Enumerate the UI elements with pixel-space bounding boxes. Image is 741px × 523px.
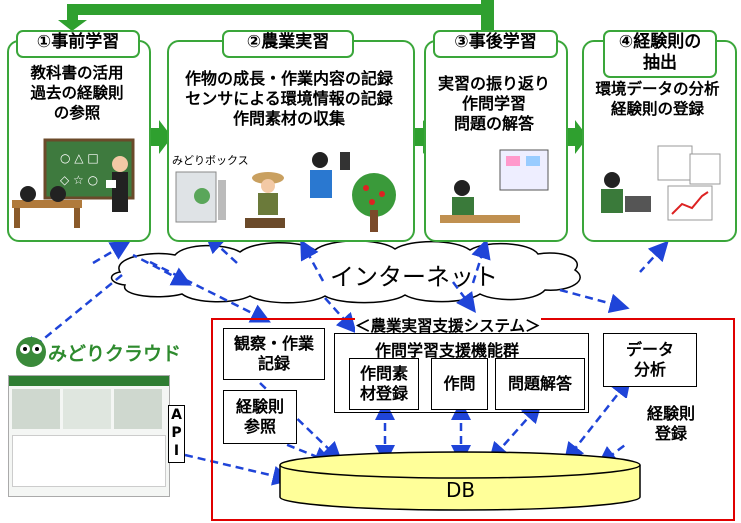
system-title: ＜農業実習支援システム＞ — [355, 314, 541, 336]
internet-label: インターネット — [330, 263, 498, 291]
question-group-title: 作問学習支援機能群 — [375, 341, 520, 360]
svg-text:○ △ □: ○ △ □ — [60, 151, 99, 165]
cloud-dashboard-screenshot — [8, 375, 170, 497]
stage-1-title: ①事前学習 — [16, 30, 140, 58]
stage-arrow-3-4 — [563, 120, 588, 154]
experience-registration-box: 経験則 登録 — [625, 398, 717, 450]
stage-1-description: 教科書の活用 過去の経験則 の参照 — [30, 64, 124, 122]
data-analysis-box: データ 分析 — [603, 333, 697, 387]
stage-3-title: ③事後学習 — [433, 30, 558, 58]
midori-box-label: みどりボックス — [172, 154, 249, 167]
stage-4-title-text: ④経験則の 抽出 — [618, 32, 702, 73]
experience-reference-box: 経験則 参照 — [223, 390, 297, 444]
stage-arrow-2-3 — [411, 120, 436, 154]
midori-cloud-logo-text: みどりクラウド — [48, 343, 182, 365]
stage-arrow-1-2 — [147, 120, 172, 154]
api-box: API — [168, 405, 185, 463]
svg-text:◇ ☆ ○: ◇ ☆ ○ — [60, 173, 98, 187]
stage-2-description: 作物の成長・作業内容の記録 センサによる環境情報の記録 作問素材の収集 — [184, 69, 393, 128]
dashed-connections — [22, 233, 669, 486]
feedback-loop-arrow — [58, 0, 494, 31]
stage-3-description: 実習の振り返り 作問学習 問題の解答 — [437, 74, 550, 133]
answer-box: 問題解答 — [495, 358, 585, 410]
db-label: DB — [446, 478, 476, 502]
internet-cloud — [110, 240, 581, 304]
question-box: 作問 — [431, 358, 488, 410]
stage-4-description: 環境データの分析 経験則の登録 — [595, 80, 720, 118]
question-material-box: 作問素 材登録 — [349, 358, 419, 410]
stage-2-title: ②農業実習 — [222, 30, 354, 58]
question-function-group — [334, 333, 589, 413]
observation-record-box: 観察・作業 記録 — [223, 328, 325, 380]
stage-4-title: ④経験則の 抽出 — [603, 30, 717, 78]
